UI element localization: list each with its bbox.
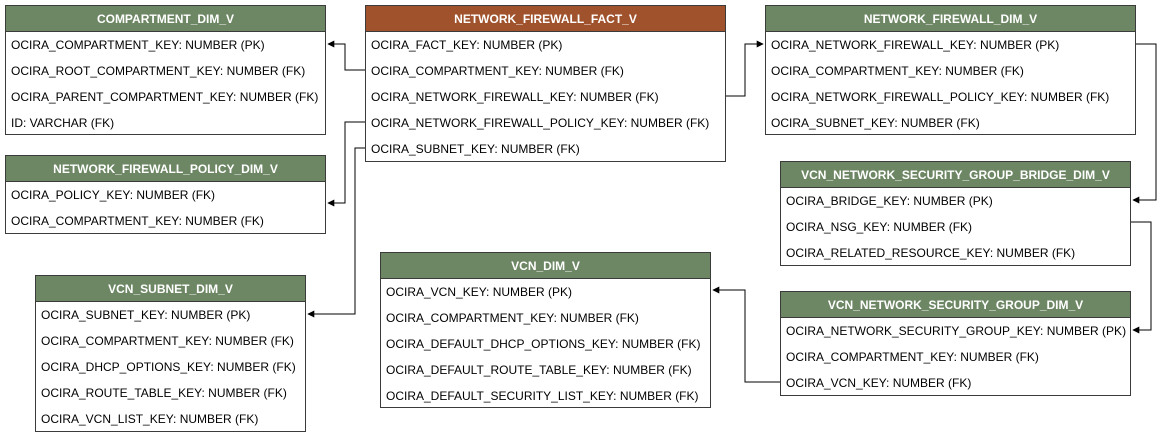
field-row: OCIRA_DHCP_OPTIONS_KEY: NUMBER (FK) xyxy=(41,360,296,374)
field-row: OCIRA_PARENT_COMPARTMENT_KEY: NUMBER (FK… xyxy=(11,90,319,104)
field-row: OCIRA_DEFAULT_DHCP_OPTIONS_KEY: NUMBER (… xyxy=(386,337,701,351)
field-row: ID: VARCHAR (FK) xyxy=(11,116,115,130)
entity-title: VCN_SUBNET_DIM_V xyxy=(36,276,305,302)
field-row: OCIRA_SUBNET_KEY: NUMBER (FK) xyxy=(371,142,580,156)
field-row: OCIRA_VCN_KEY: NUMBER (FK) xyxy=(786,376,972,390)
field-row: OCIRA_BRIDGE_KEY: NUMBER (PK) xyxy=(786,194,993,208)
field-row: OCIRA_NETWORK_SECURITY_GROUP_KEY: NUMBER… xyxy=(786,324,1127,338)
entity-vcn-nsg-dim[interactable]: VCN_NETWORK_SECURITY_GROUP_DIM_V OCIRA_N… xyxy=(780,291,1131,396)
field-row: OCIRA_SUBNET_KEY: NUMBER (PK) xyxy=(41,308,251,322)
entity-title: VCN_DIM_V xyxy=(381,253,710,279)
field-row: OCIRA_DEFAULT_ROUTE_TABLE_KEY: NUMBER (F… xyxy=(386,363,692,377)
connector-fact-to-firewall-policy xyxy=(327,121,365,207)
field-row: OCIRA_NETWORK_FIREWALL_POLICY_KEY: NUMBE… xyxy=(371,116,710,130)
field-row: OCIRA_POLICY_KEY: NUMBER (FK) xyxy=(11,188,216,202)
connector-fact-to-network-firewall xyxy=(726,40,764,97)
entity-compartment-dim[interactable]: COMPARTMENT_DIM_V OCIRA_COMPARTMENT_KEY:… xyxy=(5,5,326,135)
field-row: OCIRA_NETWORK_FIREWALL_KEY: NUMBER (FK) xyxy=(371,90,659,104)
field-row: OCIRA_COMPARTMENT_KEY: NUMBER (FK) xyxy=(786,350,1039,364)
entity-title: NETWORK_FIREWALL_DIM_V xyxy=(766,6,1135,32)
connector-bridge-to-nsg xyxy=(1131,221,1152,334)
entity-vcn-subnet-dim[interactable]: VCN_SUBNET_DIM_V OCIRA_SUBNET_KEY: NUMBE… xyxy=(35,275,306,432)
entity-title: NETWORK_FIREWALL_FACT_V xyxy=(366,6,725,32)
field-row: OCIRA_COMPARTMENT_KEY: NUMBER (FK) xyxy=(771,64,1024,78)
field-row: OCIRA_COMPARTMENT_KEY: NUMBER (FK) xyxy=(41,334,294,348)
field-row: OCIRA_COMPARTMENT_KEY: NUMBER (FK) xyxy=(386,311,639,325)
field-row: OCIRA_FACT_KEY: NUMBER (PK) xyxy=(371,38,563,52)
entity-title: NETWORK_FIREWALL_POLICY_DIM_V xyxy=(6,156,325,182)
field-row: OCIRA_SUBNET_KEY: NUMBER (FK) xyxy=(771,116,980,130)
field-row: OCIRA_NETWORK_FIREWALL_KEY: NUMBER (PK) xyxy=(771,38,1060,52)
field-row: OCIRA_COMPARTMENT_KEY: NUMBER (PK) xyxy=(11,38,265,52)
connector-fact-to-compartment xyxy=(327,40,365,71)
connector-firewall-to-nsg-bridge xyxy=(1132,43,1157,204)
entity-title: VCN_NETWORK_SECURITY_GROUP_DIM_V xyxy=(781,292,1130,318)
entity-network-firewall-fact[interactable]: NETWORK_FIREWALL_FACT_V OCIRA_FACT_KEY: … xyxy=(365,5,726,162)
entity-vcn-dim[interactable]: VCN_DIM_V OCIRA_VCN_KEY: NUMBER (PK) OCI… xyxy=(380,252,711,408)
field-row: OCIRA_ROOT_COMPARTMENT_KEY: NUMBER (FK) xyxy=(11,64,306,78)
connector-nsg-to-vcn xyxy=(712,286,780,383)
entity-title: VCN_NETWORK_SECURITY_GROUP_BRIDGE_DIM_V xyxy=(781,162,1130,188)
field-row: OCIRA_COMPARTMENT_KEY: NUMBER (FK) xyxy=(371,64,624,78)
field-row: OCIRA_NETWORK_FIREWALL_POLICY_KEY: NUMBE… xyxy=(771,90,1110,104)
field-row: OCIRA_DEFAULT_SECURITY_LIST_KEY: NUMBER … xyxy=(386,389,699,403)
entity-network-firewall-policy-dim[interactable]: NETWORK_FIREWALL_POLICY_DIM_V OCIRA_POLI… xyxy=(5,155,326,234)
field-row: OCIRA_VCN_KEY: NUMBER (PK) xyxy=(386,285,573,299)
field-row: OCIRA_RELATED_RESOURCE_KEY: NUMBER (FK) xyxy=(786,246,1076,260)
field-row: OCIRA_ROUTE_TABLE_KEY: NUMBER (FK) xyxy=(41,386,287,400)
entity-vcn-nsg-bridge-dim[interactable]: VCN_NETWORK_SECURITY_GROUP_BRIDGE_DIM_V … xyxy=(780,161,1131,266)
field-row: OCIRA_COMPARTMENT_KEY: NUMBER (FK) xyxy=(11,214,264,228)
field-row: OCIRA_VCN_LIST_KEY: NUMBER (FK) xyxy=(41,412,259,426)
field-row: OCIRA_NSG_KEY: NUMBER (FK) xyxy=(786,220,973,234)
entity-title: COMPARTMENT_DIM_V xyxy=(6,6,325,32)
entity-network-firewall-dim[interactable]: NETWORK_FIREWALL_DIM_V OCIRA_NETWORK_FIR… xyxy=(765,5,1136,135)
